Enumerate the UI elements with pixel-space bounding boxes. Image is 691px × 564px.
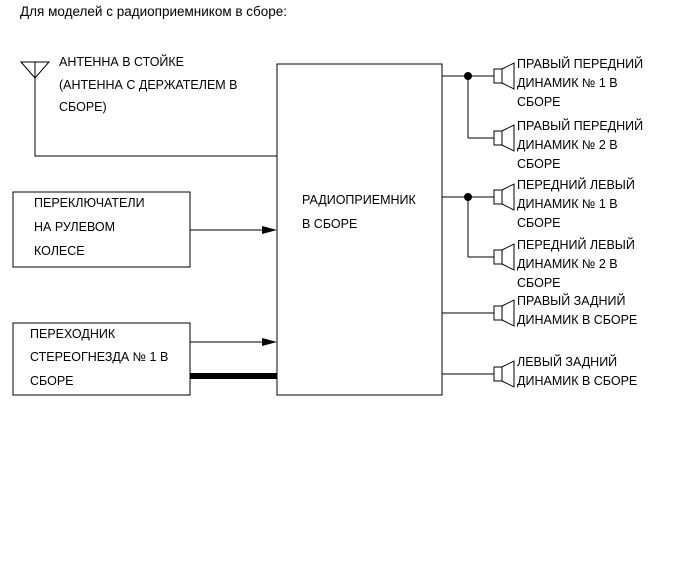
antenna-label-line-1: АНТЕННА В СТОЙКЕ xyxy=(59,54,184,69)
stereo-jack-label-line-3: СБОРЕ xyxy=(30,374,74,388)
speaker-label-line: ПРАВЫЙ ПЕРЕДНИЙ xyxy=(517,56,643,71)
speaker-label-line: ЛЕВЫЙ ЗАДНИЙ xyxy=(517,354,617,369)
steering-switches-label-line-1: ПЕРЕКЛЮЧАТЕЛИ xyxy=(34,196,145,210)
stereo-signal-arrow xyxy=(262,338,277,346)
speaker-magnet-icon xyxy=(493,189,503,205)
speaker-label-line: ДИНАМИК № 1 В xyxy=(517,197,618,211)
speaker-rear-left: ЛЕВЫЙ ЗАДНИЙ ДИНАМИК В СБОРЕ xyxy=(442,354,637,388)
diagram-heading: Для моделей с радиоприемником в сборе: xyxy=(20,4,287,19)
speaker-label-line: СБОРЕ xyxy=(517,276,561,290)
stereo-bus-cable xyxy=(190,373,277,379)
stereo-jack-label-line-1: ПЕРЕХОДНИК xyxy=(30,327,116,341)
antenna-label-line-3: СБОРЕ) xyxy=(59,100,107,114)
speaker-label-line: ДИНАМИК В СБОРЕ xyxy=(517,313,637,327)
speaker-label-line: ПРАВЫЙ ЗАДНИЙ xyxy=(517,293,625,308)
steering-switches-label-line-3: КОЛЕСЕ xyxy=(34,244,85,258)
speaker-label-line: ДИНАМИК В СБОРЕ xyxy=(517,374,637,388)
speaker-label-line: ДИНАМИК № 1 В xyxy=(517,76,618,90)
speaker-cone-icon xyxy=(501,62,515,90)
speaker-front-right-2: ПРАВЫЙ ПЕРЕДНИЙ ДИНАМИК № 2 В СБОРЕ xyxy=(467,76,643,171)
speaker-front-right-1: ПРАВЫЙ ПЕРЕДНИЙ ДИНАМИК № 1 В СБОРЕ xyxy=(442,56,643,109)
speaker-cone-icon xyxy=(501,183,515,211)
speaker-cone-icon xyxy=(501,360,515,388)
speaker-front-left-1: ПЕРЕДНИЙ ЛЕВЫЙ ДИНАМИК № 1 В СБОРЕ xyxy=(442,177,635,230)
speaker-magnet-icon xyxy=(493,305,503,321)
speaker-magnet-icon xyxy=(493,68,503,84)
wire-junction-dot xyxy=(464,72,472,80)
speaker-magnet-icon xyxy=(493,366,503,382)
radio-label-line-2: В СБОРЕ xyxy=(302,217,357,231)
antenna-symbol xyxy=(19,61,51,79)
antenna-label-line-2: (АНТЕННА С ДЕРЖАТЕЛЕМ В xyxy=(59,78,238,92)
speaker-label-line: СБОРЕ xyxy=(517,216,561,230)
antenna-wire xyxy=(34,78,277,157)
speaker-cone-icon xyxy=(501,299,515,327)
radio-receiver-box xyxy=(276,63,443,396)
radio-label-line-1: РАДИОПРИЕМНИК xyxy=(302,193,416,207)
speaker-magnet-icon xyxy=(493,130,503,146)
speaker-front-left-2: ПЕРЕДНИЙ ЛЕВЫЙ ДИНАМИК № 2 В СБОРЕ xyxy=(467,197,635,290)
speaker-rear-right: ПРАВЫЙ ЗАДНИЙ ДИНАМИК В СБОРЕ xyxy=(442,293,637,327)
steering-signal-arrow xyxy=(262,226,277,234)
speaker-label-line: ПЕРЕДНИЙ ЛЕВЫЙ xyxy=(517,237,635,252)
speaker-magnet-icon xyxy=(493,249,503,265)
speaker-label-line: ДИНАМИК № 2 В xyxy=(517,257,618,271)
steering-switches-label-line-2: НА РУЛЕВОМ xyxy=(34,220,115,234)
stereo-jack-box xyxy=(12,322,191,396)
speaker-label-line: ПРАВЫЙ ПЕРЕДНИЙ xyxy=(517,118,643,133)
speaker-label-line: ДИНАМИК № 2 В xyxy=(517,138,618,152)
wire-junction-dot xyxy=(464,193,472,201)
speaker-cone-icon xyxy=(501,243,515,271)
speaker-label-line: ПЕРЕДНИЙ ЛЕВЫЙ xyxy=(517,177,635,192)
stereo-jack-label-line-2: СТЕРЕОГНЕЗДА № 1 В xyxy=(30,350,168,364)
speaker-label-line: СБОРЕ xyxy=(517,95,561,109)
speaker-cone-icon xyxy=(501,124,515,152)
speaker-label-line: СБОРЕ xyxy=(517,157,561,171)
